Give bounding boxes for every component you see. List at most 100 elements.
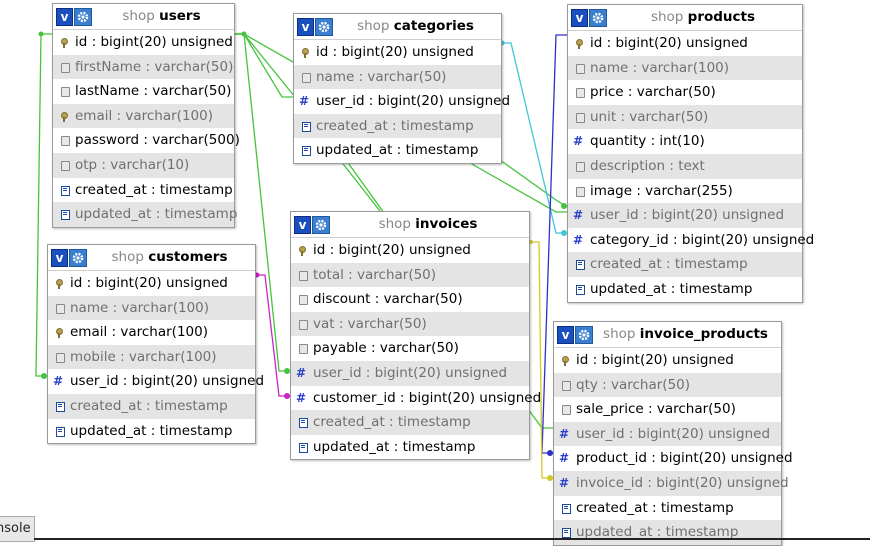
field-row[interactable]: #quantity : int(10) [568, 129, 802, 154]
field-row[interactable]: id : bigint(20) unsigned [294, 40, 501, 65]
field-row[interactable]: #user_id : bigint(20) unsigned [291, 360, 529, 386]
table-invoice-products-header[interactable]: v shop invoice_products [554, 322, 781, 348]
gear-icon[interactable] [315, 18, 333, 36]
field-label: unit : varchar(50) [590, 108, 709, 125]
field-row[interactable]: description : text [568, 153, 802, 179]
field-row[interactable]: qty : varchar(50) [554, 372, 781, 398]
field-row[interactable]: #category_id : bigint(20) unsigned [568, 228, 814, 253]
field-row[interactable]: total : varchar(50) [291, 262, 529, 288]
table-invoices[interactable]: v shop invoices id : bigint(20) unsigned… [290, 211, 541, 461]
table-products-header[interactable]: v shop products [568, 5, 802, 31]
field-row[interactable]: created_at : timestamp [48, 393, 255, 419]
field-icon [574, 80, 586, 104]
field-row[interactable]: sale_price : varchar(50) [554, 397, 781, 422]
field-row[interactable]: email : varchar(100) [48, 320, 255, 345]
field-row[interactable]: price : varchar(50) [568, 80, 802, 105]
link-categories-products [499, 159, 568, 208]
field-row[interactable]: name : varchar(100) [48, 295, 255, 321]
field-row[interactable]: created_at : timestamp [291, 410, 529, 435]
gear-icon[interactable] [69, 249, 87, 267]
table-customers[interactable]: v shop customers id : bigint(20) unsigne… [47, 244, 264, 445]
field-row[interactable]: updated_at : timestamp [48, 419, 255, 444]
field-row[interactable]: id : bigint(20) unsigned [291, 238, 529, 263]
timestamp-icon [574, 252, 586, 276]
field-row[interactable]: firstName : varchar(50) [53, 54, 234, 80]
toggle-v-icon[interactable]: v [297, 18, 314, 36]
table-categories[interactable]: v shop categories id : bigint(20) unsign… [293, 13, 510, 164]
field-icon [560, 373, 572, 397]
table-users-header[interactable]: v shop users [53, 4, 234, 30]
field-icon [574, 56, 586, 80]
timestamp-icon [54, 419, 66, 443]
field-row[interactable]: created_at : timestamp [568, 252, 802, 277]
field-row[interactable]: #invoice_id : bigint(20) unsigned [554, 470, 789, 496]
field-label: id : bigint(20) unsigned [590, 35, 748, 51]
field-row[interactable]: #user_id : bigint(20) unsigned [568, 203, 802, 228]
console-tab[interactable]: nsole [0, 516, 35, 542]
field-row[interactable]: updated_at : timestamp [568, 277, 802, 302]
field-icon [59, 153, 71, 177]
timestamp-icon [59, 178, 71, 202]
field-label: name : varchar(100) [70, 299, 210, 316]
field-row[interactable]: unit : varchar(50) [568, 104, 802, 130]
field-row[interactable]: created_at : timestamp [294, 113, 501, 139]
field-row[interactable]: lastName : varchar(50) [53, 79, 234, 104]
field-row[interactable]: email : varchar(100) [53, 103, 234, 129]
field-icon [59, 128, 71, 152]
field-row[interactable]: id : bigint(20) unsigned [568, 31, 802, 56]
field-row[interactable]: id : bigint(20) unsigned [554, 348, 781, 373]
field-row[interactable]: updated_at : timestamp [294, 138, 501, 163]
link-users-categories [233, 33, 293, 98]
field-row[interactable]: updated_at : timestamp [291, 435, 529, 460]
field-icon [54, 296, 66, 320]
table-products[interactable]: v shop products id : bigint(20) unsigned… [567, 4, 814, 303]
field-row[interactable]: vat : varchar(50) [291, 311, 529, 337]
gear-icon[interactable] [575, 326, 593, 344]
field-row[interactable]: created_at : timestamp [554, 496, 781, 521]
toggle-v-icon[interactable]: v [571, 9, 588, 27]
field-label: name : varchar(100) [590, 59, 730, 76]
field-row[interactable]: id : bigint(20) unsigned [48, 271, 255, 296]
field-row[interactable]: mobile : varchar(100) [48, 344, 255, 370]
field-row[interactable]: id : bigint(20) unsigned [53, 30, 234, 55]
field-label: password : varchar(500) [75, 132, 240, 149]
field-row[interactable]: name : varchar(50) [294, 64, 501, 90]
field-row[interactable]: otp : varchar(10) [53, 152, 234, 178]
table-invoices-header[interactable]: v shop invoices [291, 212, 529, 238]
link-categories-productcategory [500, 42, 567, 234]
toggle-v-icon[interactable]: v [294, 216, 311, 234]
gear-icon[interactable] [589, 9, 607, 27]
field-row[interactable]: #customer_id : bigint(20) unsigned [291, 386, 541, 411]
field-label: updated_at : timestamp [313, 438, 476, 455]
field-row[interactable]: image : varchar(255) [568, 179, 802, 204]
toggle-v-icon[interactable]: v [557, 326, 574, 344]
field-label: product_id : bigint(20) unsigned [576, 450, 793, 467]
link-end-dot [241, 31, 247, 37]
field-row[interactable]: #product_id : bigint(20) unsigned [554, 446, 793, 471]
gear-icon[interactable] [312, 216, 330, 234]
gear-icon[interactable] [74, 8, 92, 26]
table-customers-header[interactable]: v shop customers [48, 245, 255, 271]
field-row[interactable]: payable : varchar(50) [291, 336, 529, 361]
field-row[interactable]: #user_id : bigint(20) unsigned [294, 89, 510, 114]
toggle-v-icon[interactable]: v [51, 249, 68, 267]
field-row[interactable]: updated_at : timestamp [53, 202, 237, 227]
key-icon [300, 40, 312, 64]
field-row[interactable]: #user_id : bigint(20) unsigned [48, 369, 264, 394]
table-categories-header[interactable]: v shop categories [294, 14, 501, 40]
field-row[interactable]: #user_id : bigint(20) unsigned [554, 421, 781, 447]
field-row[interactable]: updated_at : timestamp [554, 520, 781, 545]
table-title: shop users [122, 8, 201, 24]
toggle-v-icon[interactable]: v [56, 8, 73, 26]
field-row[interactable]: password : varchar(500) [53, 128, 240, 153]
field-label: created_at : timestamp [313, 414, 471, 431]
field-label: description : text [590, 157, 705, 174]
field-icon [297, 263, 309, 287]
table-invoice-products[interactable]: v shop invoice_products id : bigint(20) … [553, 321, 793, 546]
field-row[interactable]: created_at : timestamp [53, 178, 234, 203]
field-row[interactable]: name : varchar(100) [568, 55, 802, 81]
field-row[interactable]: discount : varchar(50) [291, 287, 529, 312]
field-label: user_id : bigint(20) unsigned [70, 373, 265, 390]
field-label: id : bigint(20) unsigned [313, 242, 471, 258]
